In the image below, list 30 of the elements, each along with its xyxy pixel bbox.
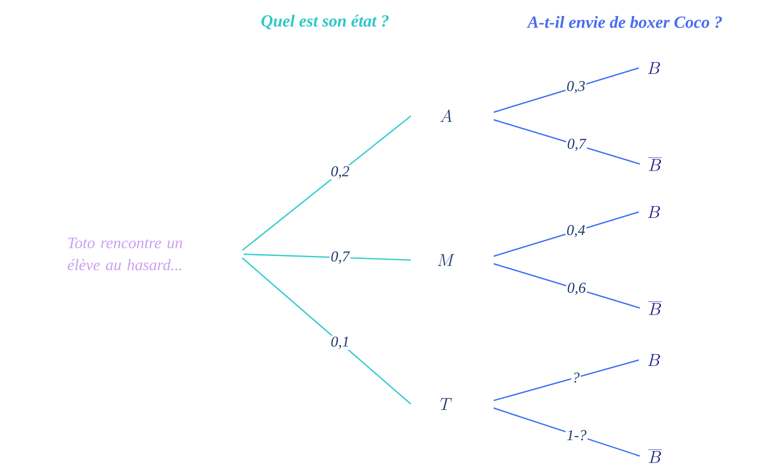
outcome-letter: $M$: [438, 254, 455, 266]
probability-label: 0,2: [330, 165, 350, 180]
outcome-letter: $A$: [440, 110, 452, 122]
probability-label: 0,7: [330, 250, 350, 265]
probability-label: 0,3: [566, 80, 586, 94]
branch-line: [242, 257, 412, 404]
probability-label: 0,6: [566, 282, 587, 296]
probability-label: ?: [571, 371, 581, 384]
start-text: Toto rencontre un élève au hasard...: [68, 238, 182, 270]
outcome-letter: $T$: [440, 398, 452, 410]
branch-line: [493, 119, 640, 165]
branch-line: [494, 359, 639, 402]
outcome-letter: $B$: [648, 354, 660, 366]
outcome-letter: $B$: [648, 206, 660, 218]
branch-line: [242, 115, 412, 251]
column-heading: A-t-il envie de boxer Coco ?: [526, 16, 722, 28]
probability-label: 1-?: [566, 429, 588, 442]
probability-label: 0,4: [566, 224, 586, 238]
branch-line: [493, 407, 640, 457]
branch-line: [244, 254, 411, 261]
outcome-letter: $\overline{B}$: [648, 302, 662, 315]
outcome-letter: $B$: [648, 62, 660, 74]
outcome-letter: $\overline{B}$: [648, 450, 662, 463]
outcome-letter: $\overline{B}$: [648, 158, 662, 171]
probability-label: 0,1: [330, 336, 350, 350]
branch-line: [493, 263, 640, 309]
probability-label: 0,7: [566, 138, 587, 152]
branch-line: [493, 211, 639, 257]
branch-line: [493, 67, 639, 113]
column-heading: Quel est son état ?: [261, 14, 389, 30]
